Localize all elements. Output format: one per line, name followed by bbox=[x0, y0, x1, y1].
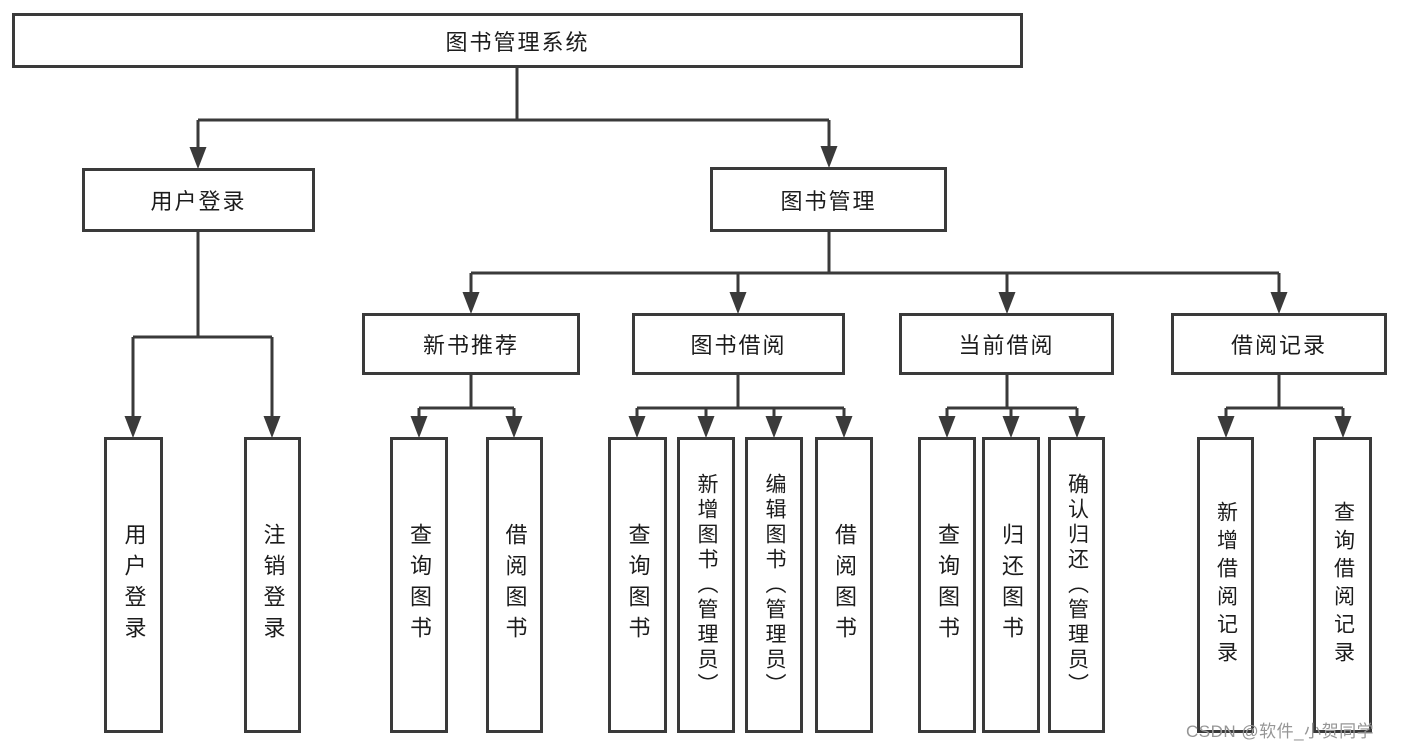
leaf-br-add-record-label: 新增借阅记录 bbox=[1214, 501, 1238, 669]
leaf-br-add-record: 新增借阅记录 bbox=[1197, 437, 1254, 733]
leaf-user-login: 用户登录 bbox=[104, 437, 163, 733]
node-book-management: 图书管理 bbox=[710, 167, 947, 232]
csdn-watermark: CSDN @软件_小贺同学 bbox=[1186, 722, 1375, 741]
leaf-cb-return-books-label: 归还图书 bbox=[999, 523, 1024, 647]
node-new-book-recommend: 新书推荐 bbox=[362, 313, 580, 375]
node-book-borrow: 图书借阅 bbox=[632, 313, 845, 375]
leaf-nbr-borrow-books: 借阅图书 bbox=[486, 437, 543, 733]
leaf-bb-edit-books: 编辑图书（管理员） bbox=[745, 437, 803, 733]
leaf-bb-borrow-books-label: 借阅图书 bbox=[832, 523, 857, 647]
leaf-bb-add-books: 新增图书（管理员） bbox=[677, 437, 735, 733]
leaf-cb-query-books: 查询图书 bbox=[918, 437, 976, 733]
leaf-bb-query-books: 查询图书 bbox=[608, 437, 667, 733]
leaf-bb-query-books-label: 查询图书 bbox=[625, 523, 651, 647]
leaf-cb-confirm-return: 确认归还（管理员） bbox=[1048, 437, 1105, 733]
leaf-cb-confirm-return-label: 确认归还（管理员） bbox=[1065, 472, 1089, 698]
leaf-logout: 注销登录 bbox=[244, 437, 301, 733]
node-library-management-system: 图书管理系统 bbox=[12, 13, 1023, 68]
leaf-bb-add-books-label: 新增图书（管理员） bbox=[695, 472, 718, 698]
leaf-nbr-query-books: 查询图书 bbox=[390, 437, 448, 733]
leaf-nbr-query-books-label: 查询图书 bbox=[407, 523, 432, 647]
node-user-login: 用户登录 bbox=[82, 168, 315, 232]
leaf-bb-edit-books-label: 编辑图书（管理员） bbox=[763, 472, 786, 698]
leaf-bb-borrow-books: 借阅图书 bbox=[815, 437, 873, 733]
node-current-borrow: 当前借阅 bbox=[899, 313, 1114, 375]
leaf-nbr-borrow-books-label: 借阅图书 bbox=[502, 523, 528, 647]
leaf-user-login-label: 用户登录 bbox=[121, 523, 147, 647]
leaf-cb-return-books: 归还图书 bbox=[982, 437, 1040, 733]
leaf-br-query-record: 查询借阅记录 bbox=[1313, 437, 1372, 733]
leaf-logout-label: 注销登录 bbox=[260, 523, 286, 647]
leaf-cb-query-books-label: 查询图书 bbox=[935, 523, 960, 647]
leaf-br-query-record-label: 查询借阅记录 bbox=[1331, 501, 1355, 669]
node-borrow-records: 借阅记录 bbox=[1171, 313, 1387, 375]
